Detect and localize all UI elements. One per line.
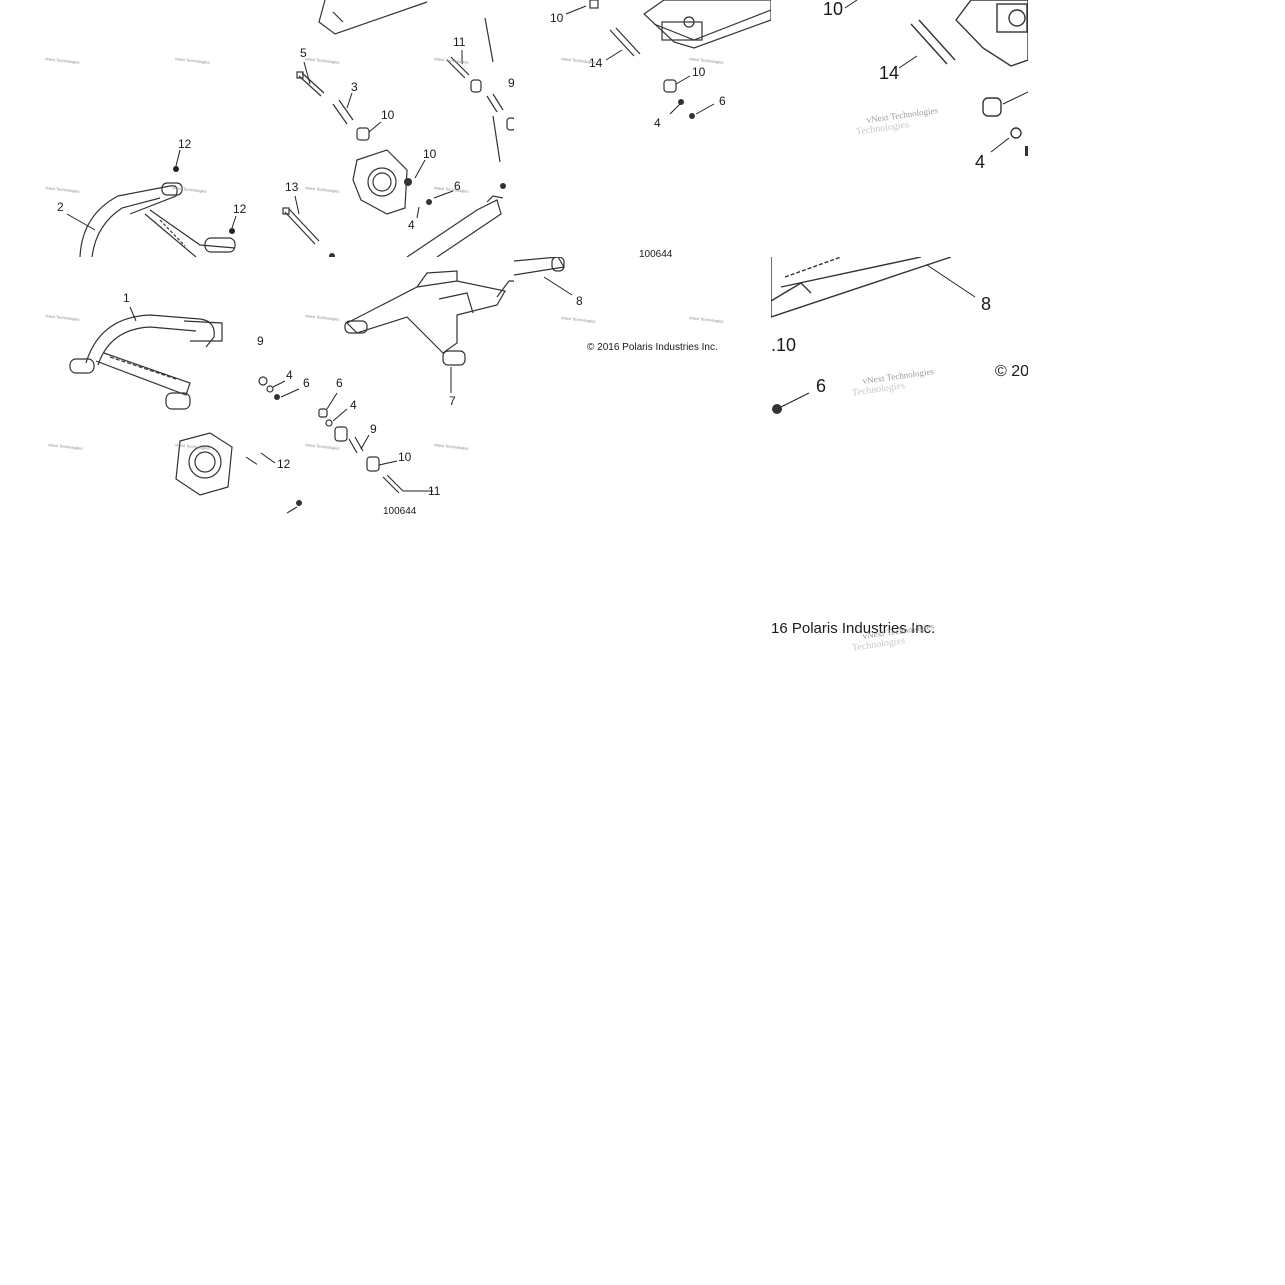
callout-14: 14 bbox=[589, 56, 603, 70]
zoomed-arm-lower-drawing bbox=[771, 257, 976, 414]
callout-4: 4 bbox=[975, 152, 986, 172]
copyright-fragment-start: © 20 bbox=[995, 363, 1028, 380]
callout-12: 12 bbox=[178, 137, 192, 151]
control-arm-upper-drawing bbox=[66, 149, 237, 257]
callout-9: 9 bbox=[508, 76, 514, 90]
zoomed-arm-drawing bbox=[844, 0, 1028, 156]
callout-10: 10 bbox=[398, 450, 412, 464]
callout-8: 8 bbox=[981, 294, 992, 314]
lower-arm-drawing bbox=[565, 0, 771, 119]
callout-9: 9 bbox=[257, 334, 264, 348]
diagram-tile-lower-left: 1 vNext Technologies vNext Technologies … bbox=[0, 257, 257, 514]
callout-3: 3 bbox=[351, 80, 358, 94]
callout-7: 7 bbox=[449, 394, 456, 408]
copyright-fragment-end: 16 Polaris Industries Inc. bbox=[771, 620, 936, 637]
callout-14: 14 bbox=[879, 63, 900, 83]
callout-9: 9 bbox=[370, 422, 377, 436]
callout-1: 1 bbox=[123, 291, 130, 305]
callout-4: 4 bbox=[408, 218, 415, 232]
callout-10: 10 bbox=[823, 0, 844, 19]
diagram-id: 100644 bbox=[383, 506, 417, 515]
diagram-tile-upper-left: 2 12 12 vNext Technologies vNext Technol… bbox=[0, 0, 257, 257]
callout-2: 2 bbox=[57, 200, 64, 214]
callout-10: 10 bbox=[692, 65, 706, 79]
callout-6: 6 bbox=[719, 94, 726, 108]
copyright-text: © 2016 Polaris Industries Inc. bbox=[587, 342, 718, 353]
diagram-tile-lower-center: 9 7 4 6 6 4 9 10 11 12 100644 vNext Tech… bbox=[257, 257, 514, 514]
diagram-tile-upper-right: 10 14 10 6 4 100644 vNext Technologies v… bbox=[514, 0, 771, 257]
arm-end-drawing bbox=[514, 257, 573, 296]
callout-10: 10 bbox=[550, 11, 564, 25]
callout-6: 6 bbox=[816, 376, 827, 396]
callout-11: 11 bbox=[453, 35, 466, 49]
arm-and-knuckle-drawing bbox=[69, 306, 257, 496]
callout-12: 12 bbox=[233, 202, 247, 216]
callout-6: 6 bbox=[303, 376, 310, 390]
callout-4: 4 bbox=[350, 398, 357, 412]
diagram-tile-lower-right: 8 © 2016 Polaris Industries Inc. vNext T… bbox=[514, 257, 771, 357]
diagram-id: 100644 bbox=[639, 249, 673, 258]
callout-10: 10 bbox=[423, 147, 437, 161]
callout-13: 13 bbox=[285, 180, 299, 194]
diagram-tile-copyright-fragment: 16 Polaris Industries Inc. vNext Technol… bbox=[771, 612, 1028, 672]
callout-12: 12 bbox=[277, 457, 291, 471]
callout-5: 5 bbox=[300, 46, 307, 60]
callout-11: 11 bbox=[428, 484, 441, 498]
callout-10-fragment: .10 bbox=[771, 335, 797, 355]
callout-10: 10 bbox=[381, 108, 395, 122]
callout-6: 6 bbox=[336, 376, 343, 390]
hardware-exploded-drawing bbox=[282, 0, 514, 257]
callout-8: 8 bbox=[576, 294, 583, 308]
rear-arm-drawing bbox=[258, 270, 514, 514]
callout-6: 6 bbox=[454, 179, 461, 193]
diagram-tile-upper-center: 5 3 10 10 6 4 13 11 9 vNext Technologies… bbox=[257, 0, 514, 257]
callout-4: 4 bbox=[286, 368, 293, 382]
callout-4: 4 bbox=[654, 116, 661, 130]
